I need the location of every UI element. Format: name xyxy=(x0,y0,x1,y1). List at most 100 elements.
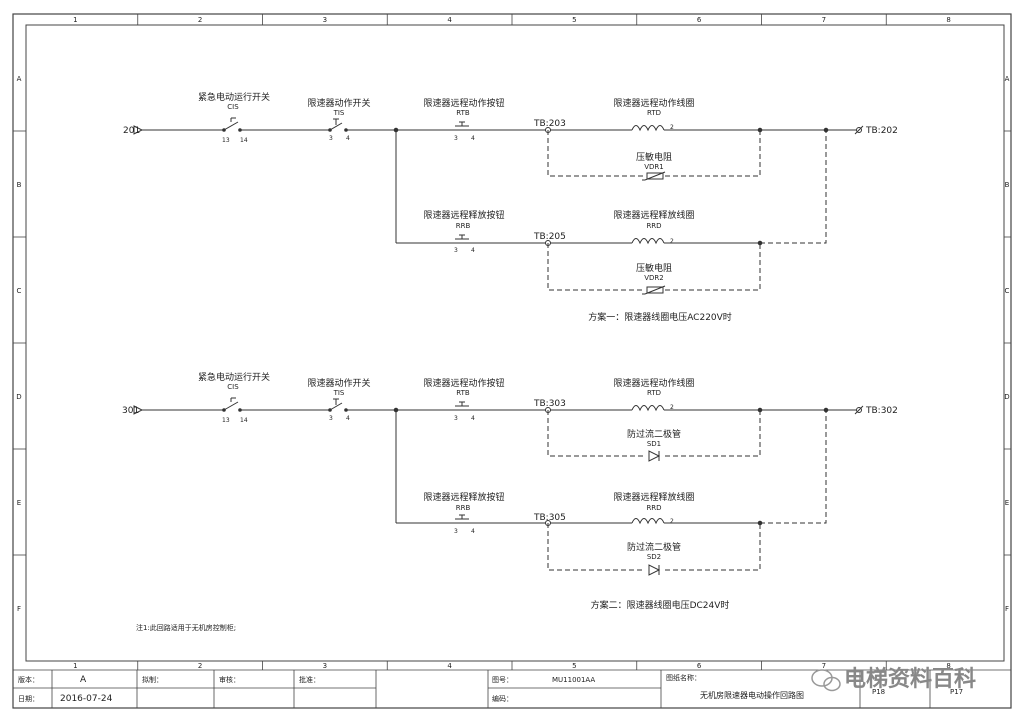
row-label: D xyxy=(16,393,21,401)
rrd-code: RRD xyxy=(646,504,661,512)
column-label: 3 xyxy=(323,16,327,24)
rrb-title: 限速器远程释放按钮 xyxy=(423,491,504,503)
column-label: 5 xyxy=(572,16,576,24)
column-label: 1 xyxy=(73,16,77,24)
vdr1-title: 压敏电阻 xyxy=(636,151,672,163)
sheet-total: P17 xyxy=(950,688,963,696)
rrd-title: 限速器远程释放线圈 xyxy=(613,209,694,221)
column-label: 2 xyxy=(198,662,202,670)
date-label: 日期： xyxy=(18,695,39,703)
rrd-code: RRD xyxy=(646,222,661,230)
column-label: 8 xyxy=(946,16,950,24)
drawing-name-value: 无机房限速器电动操作回路图 xyxy=(700,690,804,700)
tis-pin-b: 4 xyxy=(346,415,350,422)
column-label: 5 xyxy=(572,662,576,670)
rtd-title: 限速器远程动作线圈 xyxy=(613,377,694,389)
rtd-title: 限速器远程动作线圈 xyxy=(613,97,694,109)
row-label: A xyxy=(1005,75,1010,83)
cis-pin-b: 14 xyxy=(240,137,248,144)
circuit-2: 301 TB:302 紧急电动运行开关 CIS 13 14 限速器动作开关 TI… xyxy=(122,371,898,611)
rtb-title: 限速器远程动作按钮 xyxy=(423,97,504,109)
vdr2-symbol xyxy=(641,285,666,295)
rrb-pin-b: 4 xyxy=(471,247,475,254)
cis-pin-a: 13 xyxy=(222,417,230,424)
sd2-symbol xyxy=(648,564,660,576)
cis-code: CIS xyxy=(227,383,239,391)
tis-code: TIS xyxy=(333,109,345,117)
tis-title: 限速器动作开关 xyxy=(307,97,370,109)
column-label: 1 xyxy=(73,662,77,670)
rrb-pin-a: 3 xyxy=(454,528,458,535)
tb-rel-label: TB:305 xyxy=(533,513,566,523)
date-value: 2016-07-24 xyxy=(60,694,113,704)
cis-code: CIS xyxy=(227,103,239,111)
column-label: 8 xyxy=(946,662,950,670)
rrb-pin-b: 4 xyxy=(471,528,475,535)
version-value: A xyxy=(80,675,87,685)
cis-pin-b: 14 xyxy=(240,417,248,424)
column-label: 7 xyxy=(822,662,826,670)
cis-title: 紧急电动运行开关 xyxy=(198,371,270,383)
tis-pin-a: 3 xyxy=(329,415,333,422)
watermark-text: 电梯资料百科 xyxy=(844,666,976,692)
wechat-logo-icon xyxy=(811,669,841,692)
drawing-no-value: MU11001AA xyxy=(552,676,595,684)
rrd-title: 限速器远程释放线圈 xyxy=(613,491,694,503)
sd1-title: 防过流二极管 xyxy=(627,428,681,440)
row-label: C xyxy=(1005,287,1010,295)
cis-pin-a: 13 xyxy=(222,137,230,144)
tb-act-label: TB:303 xyxy=(533,399,566,409)
sd2-code: SD2 xyxy=(647,553,661,561)
tis-pin-a: 3 xyxy=(329,135,333,142)
sd2-title: 防过流二极管 xyxy=(627,541,681,553)
scheme-1-caption: 方案一：限速器线圈电压AC220V时 xyxy=(588,311,732,323)
rrd-pin: 2 xyxy=(670,518,674,525)
input-terminal-label: 301 xyxy=(122,406,139,416)
circuit-1: 201 TB:202 紧急电动运行开关 CIS 13 14 限速器动作开关 TI… xyxy=(123,91,898,323)
reviewed-by-label: 审核： xyxy=(219,675,240,684)
row-label: E xyxy=(17,499,21,507)
version-label: 版本： xyxy=(18,675,39,684)
rrd-pin: 2 xyxy=(670,238,674,245)
scheme-2-caption: 方案二：限速器线圈电压DC24V时 xyxy=(591,599,730,611)
drawing-frame xyxy=(12,13,1012,709)
rrb-code: RRB xyxy=(456,222,471,230)
input-terminal-label: 201 xyxy=(123,126,140,136)
rtb-pin-b: 4 xyxy=(471,135,475,142)
rtb-code: RTB xyxy=(456,109,470,117)
rtb-pin-a: 3 xyxy=(454,415,458,422)
column-label: 4 xyxy=(447,662,452,670)
tb-rel-label: TB:205 xyxy=(533,232,566,242)
watermark: 电梯资料百科 xyxy=(811,666,976,692)
cis-title: 紧急电动运行开关 xyxy=(198,91,270,103)
rtb-pin-b: 4 xyxy=(471,415,475,422)
row-label: F xyxy=(17,605,21,613)
rtb-title: 限速器远程动作按钮 xyxy=(423,377,504,389)
vdr2-code: VDR2 xyxy=(644,274,664,282)
tb-act-label: TB:203 xyxy=(533,119,566,129)
vdr1-symbol xyxy=(641,171,666,181)
tis-pin-b: 4 xyxy=(346,135,350,142)
column-label: 4 xyxy=(447,16,452,24)
column-label: 2 xyxy=(198,16,202,24)
tis-title: 限速器动作开关 xyxy=(307,377,370,389)
title-block xyxy=(13,669,1011,708)
approved-by-label: 批准： xyxy=(299,675,320,684)
row-label: B xyxy=(17,181,22,189)
row-label: F xyxy=(1005,605,1009,613)
rtb-code: RTB xyxy=(456,389,470,397)
title-block-text: 版本： A 日期： 2016-07-24 拟制： 审核： 批准： 图号： MU1… xyxy=(18,673,963,704)
row-label: B xyxy=(1005,181,1010,189)
row-label: C xyxy=(17,287,22,295)
row-label: D xyxy=(1004,393,1009,401)
code-label: 编码： xyxy=(492,694,513,703)
rtb-pin-a: 3 xyxy=(454,135,458,142)
rtd-pin: 2 xyxy=(670,404,674,411)
sd1-symbol xyxy=(648,450,660,462)
tis-code: TIS xyxy=(333,389,345,397)
sheet-current: P18 xyxy=(872,688,885,696)
column-label: 7 xyxy=(822,16,826,24)
